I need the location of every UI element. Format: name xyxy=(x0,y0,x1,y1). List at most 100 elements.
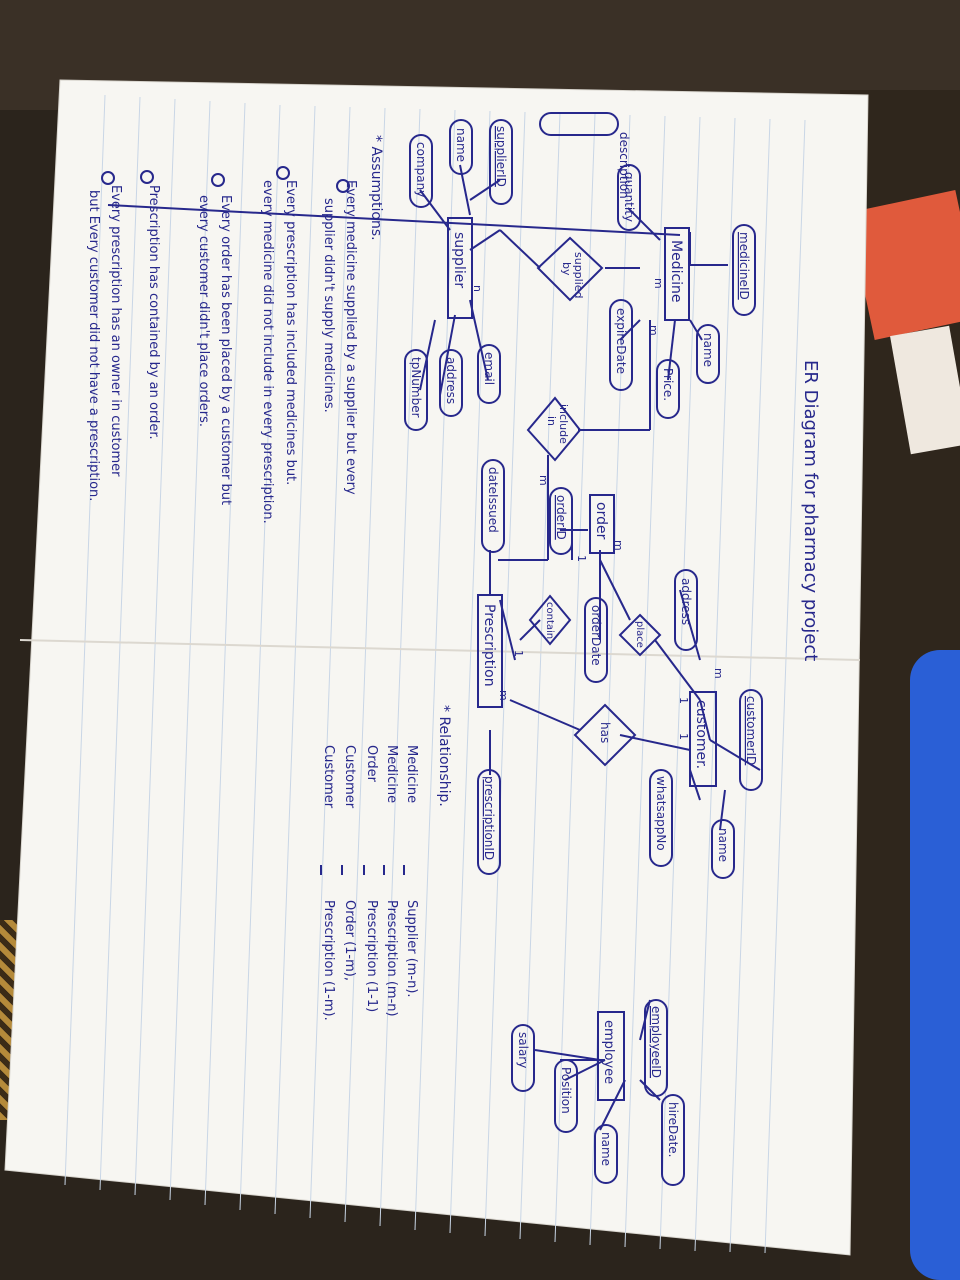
entity-supplier: supplier xyxy=(447,217,473,319)
ruled-lines xyxy=(64,94,806,1254)
entity-order: order xyxy=(589,494,615,554)
svg-text:1: 1 xyxy=(575,555,588,562)
attribute-name: name xyxy=(696,324,720,384)
svg-text:1: 1 xyxy=(512,650,525,657)
svg-text:salary: salary xyxy=(516,1032,530,1068)
attribute-position: Position xyxy=(554,1059,578,1133)
entity-label: order xyxy=(593,502,609,540)
svg-text:email: email xyxy=(482,352,496,385)
attribute-dateIssued: dateIssued xyxy=(481,459,505,553)
svg-text:address: address xyxy=(679,578,693,625)
svg-text:quantity: quantity xyxy=(622,172,636,222)
assumptions-section: * Assumptions. Every medicine supplied b… xyxy=(86,135,384,524)
svg-text:m: m xyxy=(612,540,625,551)
attribute-hireDate: hireDate. xyxy=(661,1094,685,1186)
attribute-name: name xyxy=(449,119,473,175)
assumptions-heading: * Assumptions. xyxy=(368,135,384,241)
svg-text:m: m xyxy=(497,690,510,701)
svg-text:name: name xyxy=(599,1132,613,1166)
entity-label: employee xyxy=(601,1020,616,1084)
entity-customer: customer. xyxy=(689,691,717,787)
svg-text:Prescription (1-m).: Prescription (1-m). xyxy=(321,900,336,1021)
attribute-address: address xyxy=(439,349,463,417)
entity-label: customer. xyxy=(693,700,709,769)
svg-text:in: in xyxy=(545,416,558,426)
svg-text:hireDate.: hireDate. xyxy=(666,1102,680,1158)
page-fold xyxy=(19,639,861,661)
svg-text:contain: contain xyxy=(544,602,555,639)
relationship-list-heading: * Relationship. xyxy=(436,705,452,807)
attribute-orderDate: orderDate xyxy=(584,597,608,683)
attribute-quantity: quantity xyxy=(617,164,641,231)
svg-text:Customer: Customer xyxy=(342,745,357,809)
svg-text:name: name xyxy=(454,128,468,162)
svg-text:Supplier (m-n).: Supplier (m-n). xyxy=(404,900,419,998)
entity-label: supplier xyxy=(451,232,467,288)
svg-text:prescriptionID: prescriptionID xyxy=(482,776,496,860)
assumption-text: Every medicine supplied by a supplier bu… xyxy=(343,180,358,495)
cardinality-marks: m n m m m 1 1 m 1 1 m xyxy=(471,278,725,740)
svg-text:address: address xyxy=(444,357,458,404)
diagram-title: ER Diagram for pharmacy project xyxy=(800,360,821,661)
svg-text:Medicine: Medicine xyxy=(384,745,399,803)
assumption-text: but Every customer did not have a prescr… xyxy=(86,190,101,501)
svg-text:Order (1-m),: Order (1-m), xyxy=(342,900,357,981)
entity-employee: employee xyxy=(597,1011,625,1101)
attribute-orderID: orderID xyxy=(549,487,573,555)
svg-text:n: n xyxy=(471,285,484,292)
attribute-salary: salary xyxy=(511,1024,535,1092)
attribute-employeeID: employeeID xyxy=(644,999,668,1097)
assumption-text: Every order has been placed by a custome… xyxy=(218,195,233,505)
attribute-customerID: customerID xyxy=(739,689,763,791)
assumption-text: Every prescription has included medicine… xyxy=(283,180,298,485)
assumption-text: Prescription has contained by an order. xyxy=(146,185,161,440)
svg-text:Medicine: Medicine xyxy=(404,745,419,803)
svg-text:expireDate: expireDate xyxy=(614,308,628,374)
svg-text:supplierID: supplierID xyxy=(494,126,508,187)
svg-text:name: name xyxy=(701,333,715,367)
relationship-supplied-by: supplied by xyxy=(536,236,604,302)
assumption-text: Every prescription has an owner in custo… xyxy=(108,185,123,477)
entity-label: Medicine xyxy=(668,240,684,303)
svg-text:company: company xyxy=(414,142,428,197)
attribute-supplierID: supplierID xyxy=(489,119,513,205)
attribute-tpNumber: tpNumber xyxy=(404,349,428,431)
svg-text:m: m xyxy=(537,475,550,486)
attribute-name: name xyxy=(594,1124,618,1184)
svg-text:1: 1 xyxy=(677,733,690,740)
svg-text:Position: Position xyxy=(559,1067,573,1114)
svg-text:m: m xyxy=(652,278,665,289)
svg-text:name: name xyxy=(716,828,730,862)
svg-text:orderDate: orderDate xyxy=(589,605,603,666)
svg-text:m: m xyxy=(647,325,660,336)
attribute-name: name xyxy=(711,819,735,879)
entity-label: Prescription xyxy=(481,604,497,687)
attribute-address: address xyxy=(674,569,698,651)
svg-text:place: place xyxy=(634,621,645,648)
svg-text:Prescription (m-n): Prescription (m-n) xyxy=(384,900,399,1017)
svg-text:has: has xyxy=(598,722,612,743)
relationship-list-section: * Relationship. Medicine Supplier (m-n).… xyxy=(320,705,452,1021)
entity-medicine: Medicine xyxy=(664,227,690,321)
svg-text:1: 1 xyxy=(677,697,690,704)
svg-text:tpNumber: tpNumber xyxy=(409,357,423,418)
svg-text:medicineID: medicineID xyxy=(737,232,751,300)
svg-text:include: include xyxy=(557,404,570,444)
attribute-price: Price. xyxy=(656,359,680,419)
svg-text:customerID: customerID xyxy=(744,696,758,765)
blue-object xyxy=(910,650,960,1280)
relationship-contain: contain xyxy=(528,594,572,646)
svg-text:Order: Order xyxy=(364,745,379,783)
svg-text:employeeID: employeeID xyxy=(649,1006,663,1078)
attribute-prescriptionID: prescriptionID xyxy=(477,769,501,875)
paper-sheet xyxy=(4,79,869,1256)
attribute-medicineID: medicineID xyxy=(732,224,756,316)
relationship-include-in: include in xyxy=(526,396,582,462)
relationship-place: place xyxy=(618,613,662,657)
assumption-text: every medicine did not include in every … xyxy=(260,180,275,524)
svg-text:whatsappNo: whatsappNo xyxy=(654,776,668,851)
attribute-expireDate: expireDate xyxy=(609,299,633,391)
attribute-company: company xyxy=(409,134,433,208)
